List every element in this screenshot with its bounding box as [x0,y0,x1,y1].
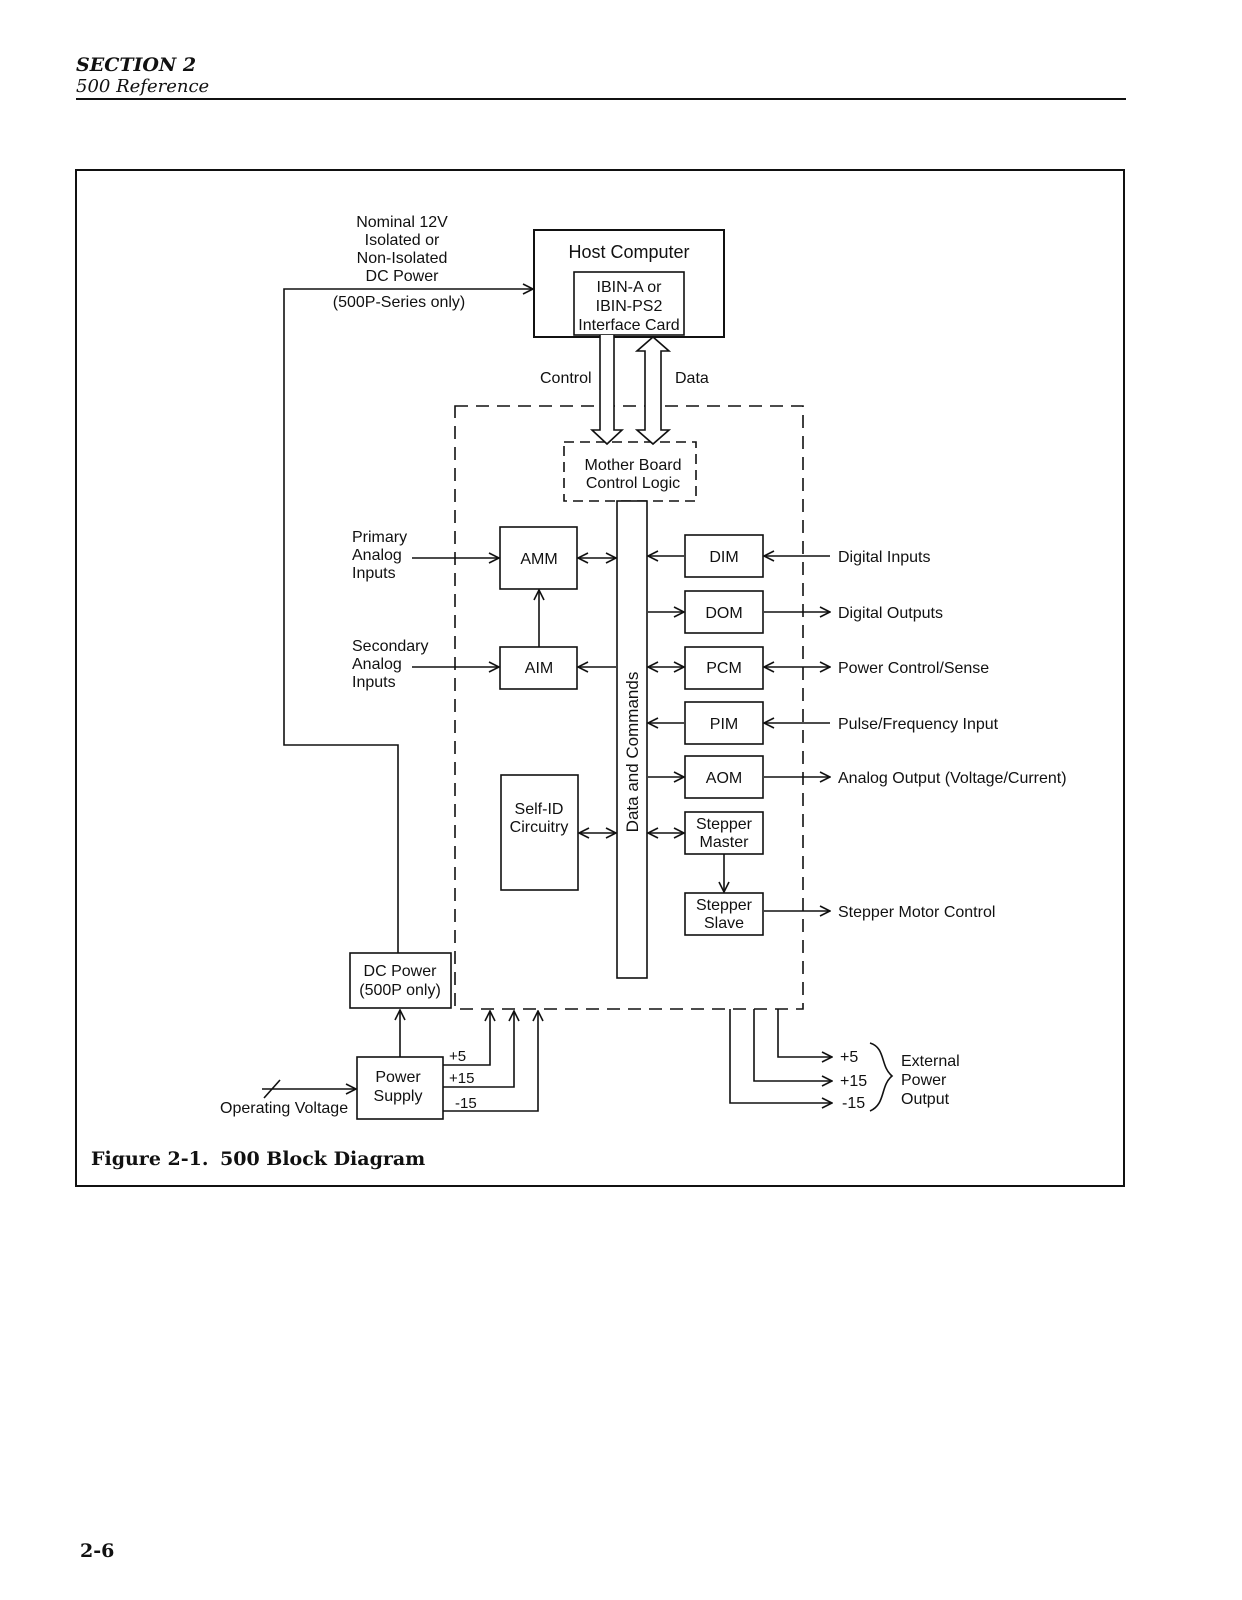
data-label: Data [675,370,709,387]
bus-label: Data and Commands [623,672,642,833]
rail-minus15-label: -15 [455,1095,477,1112]
external-power-line3: Output [901,1091,950,1108]
rail-minus15-line [443,1011,538,1112]
primary-inputs-line2: Analog [352,547,402,564]
operating-voltage-slash [263,1079,281,1099]
secondary-inputs-line1: Secondary [352,638,429,655]
external-plus5-line [777,1009,832,1057]
power-control-label: Power Control/Sense [838,660,989,677]
secondary-inputs-line2: Analog [352,656,402,673]
figure-frame [75,169,1125,1187]
self-id-line1: Self-ID [515,801,564,818]
stepper-slave-box [684,892,764,936]
primary-inputs-line3: Inputs [352,565,396,582]
figure-number: Figure 2-1. [91,1148,208,1170]
pim-label: PIM [710,716,738,733]
analog-output-label: Analog Output (Voltage/Current) [838,770,1067,787]
dc-power-feed-line [283,289,533,953]
aom-label: AOM [706,770,742,787]
rail-plus15-line [443,1011,514,1088]
host-computer-label: Host Computer [568,242,689,262]
dc-power-box [349,952,452,1009]
section-heading: SECTION 2 [76,54,197,76]
rail-plus5-label: +5 [449,1048,466,1065]
rail-plus5-line [443,1011,490,1066]
stepper-control-label: Stepper Motor Control [838,904,995,921]
external-minus15-line [729,1009,832,1103]
mother-board-line1: Mother Board [585,457,682,474]
external-power-brace [869,1042,894,1112]
dim-label: DIM [709,549,738,566]
power-supply-line2: Supply [374,1088,423,1105]
stepper-master-line1: Stepper [696,816,753,833]
interface-card-line3: Interface Card [578,317,679,334]
secondary-inputs-line3: Inputs [352,674,396,691]
interface-card-line1: IBIN-A or [597,279,663,296]
header-rule [76,98,1126,100]
dom-box [684,590,764,634]
operating-voltage-label: Operating Voltage [220,1100,348,1117]
aom-box [684,755,764,799]
digital-outputs-label: Digital Outputs [838,605,943,622]
section-subtitle: 500 Reference [76,76,210,97]
interface-card-line2: IBIN-PS2 [596,298,663,315]
primary-inputs-line1: Primary [352,529,407,546]
rail-plus15-label: +15 [449,1070,474,1087]
power-supply-line1: Power [375,1069,421,1086]
amm-label: AMM [520,551,557,568]
self-id-line2: Circuitry [510,819,569,836]
external-power-line1: External [901,1053,960,1070]
stepper-slave-line1: Stepper [696,897,753,914]
nominal-power-line2: Isolated or [365,232,440,249]
dc-power-line2: (500P only) [359,982,441,999]
pulse-input-label: Pulse/Frequency Input [838,716,999,733]
external-power-line2: Power [901,1072,947,1089]
interface-card-box [573,271,685,336]
nominal-power-line4: DC Power [366,268,440,285]
digital-inputs-label: Digital Inputs [838,549,931,566]
nominal-power-line1: Nominal 12V [356,214,448,231]
mother-board-line2: Control Logic [586,475,680,492]
aim-label: AIM [525,660,553,677]
pcm-label: PCM [706,660,742,677]
stepper-master-line2: Master [700,834,750,851]
nominal-power-line3: Non-Isolated [357,250,448,267]
control-bus-arrow [589,335,625,446]
stepper-slave-line2: Slave [704,915,744,932]
external-minus15-label: -15 [842,1095,865,1112]
system-enclosure [454,405,804,1010]
dom-label: DOM [705,605,742,622]
series-only-label: (500P-Series only) [333,294,466,311]
figure-title: 500 Block Diagram [220,1148,425,1170]
control-label: Control [540,370,592,387]
external-plus15-label: +15 [840,1073,867,1090]
external-plus15-line [753,1009,832,1081]
page-number: 2-6 [80,1540,115,1562]
data-commands-bus [616,500,648,979]
data-bus-arrow [634,335,672,446]
host-computer-box [533,229,725,338]
dc-power-line1: DC Power [364,963,438,980]
external-plus5-label: +5 [840,1049,858,1066]
